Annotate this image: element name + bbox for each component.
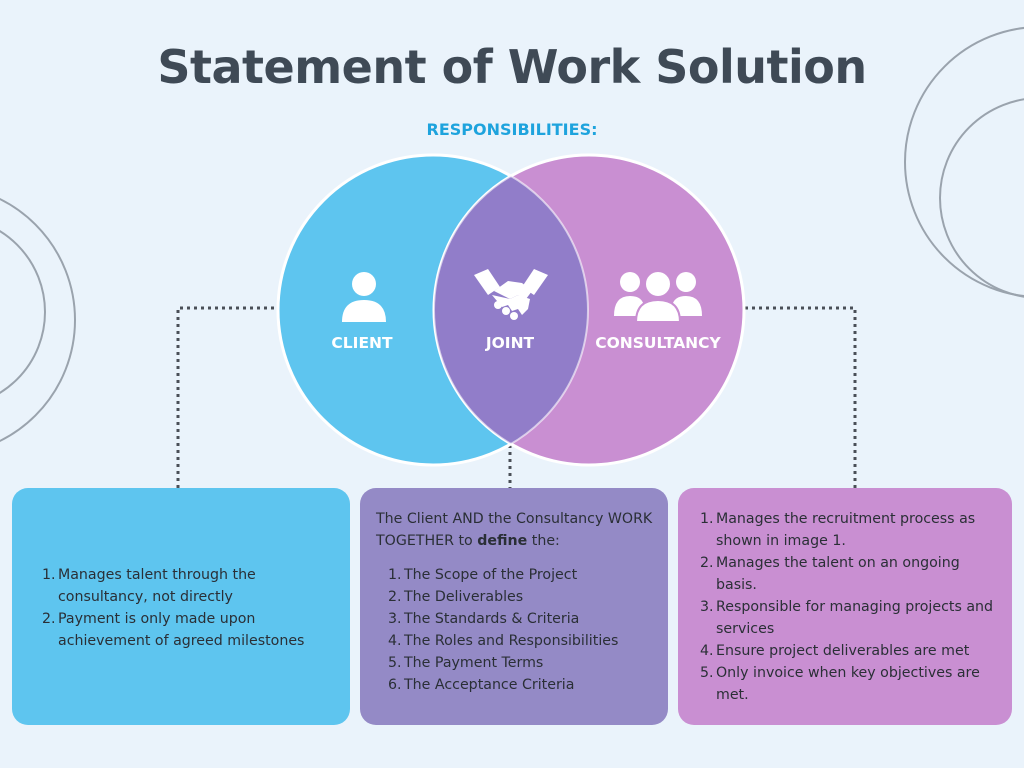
ring-inner-left bbox=[0, 230, 46, 394]
list-item: 1.Manages talent through the consultancy… bbox=[42, 567, 256, 605]
list-item: 1.Manages the recruitment process as sho… bbox=[700, 511, 976, 549]
ring-outer-right bbox=[904, 26, 1024, 298]
list-item: 6.The Acceptance Criteria bbox=[388, 677, 575, 693]
list-item: 3.The Standards & Criteria bbox=[388, 611, 580, 627]
ring-inner-right bbox=[939, 98, 1024, 298]
consultancy-list: 1.Manages the recruitment process as sho… bbox=[700, 508, 1002, 706]
responsibilities-heading: RESPONSIBILITIES: bbox=[426, 120, 598, 139]
page-title: Statement of Work Solution bbox=[157, 40, 867, 94]
list-item: 2.Payment is only made upon achievement … bbox=[42, 611, 305, 649]
joint-responsibilities-box: The Client AND the Consultancy WORK TOGE… bbox=[360, 488, 668, 725]
consultancy-connector bbox=[745, 306, 857, 488]
joint-label: JOINT bbox=[485, 334, 535, 352]
joint-intro: The Client AND the Consultancy WORK TOGE… bbox=[376, 511, 653, 549]
handshake-icon bbox=[474, 269, 548, 320]
client-responsibilities-box: 1.Manages talent through the consultancy… bbox=[12, 488, 350, 725]
client-connector bbox=[176, 306, 280, 488]
ring-outer-left bbox=[0, 197, 76, 443]
consultancy-responsibilities-box: 1.Manages the recruitment process as sho… bbox=[678, 488, 1012, 725]
list-item: 3.Responsible for managing projects and … bbox=[700, 599, 994, 637]
list-item: 4.The Roles and Responsibilities bbox=[388, 633, 619, 649]
joint-overlap bbox=[434, 155, 588, 465]
list-item: 5.Only invoice when key objectives are m… bbox=[700, 665, 980, 703]
client-label: CLIENT bbox=[331, 334, 393, 352]
user-icon bbox=[342, 272, 386, 322]
joint-list: 1.The Scope of the Project 2.The Deliver… bbox=[376, 564, 658, 696]
consultancy-label: CONSULTANCY bbox=[595, 334, 721, 352]
list-item: 5.The Payment Terms bbox=[388, 655, 544, 671]
list-item: 4.Ensure project deliverables are met bbox=[700, 643, 970, 659]
group-icon bbox=[614, 270, 702, 323]
client-list: 1.Manages talent through the consultancy… bbox=[42, 564, 340, 652]
list-item: 2.Manages the talent on an ongoing basis… bbox=[700, 555, 960, 593]
list-item: 2.The Deliverables bbox=[388, 589, 524, 605]
list-item: 1.The Scope of the Project bbox=[388, 567, 578, 583]
